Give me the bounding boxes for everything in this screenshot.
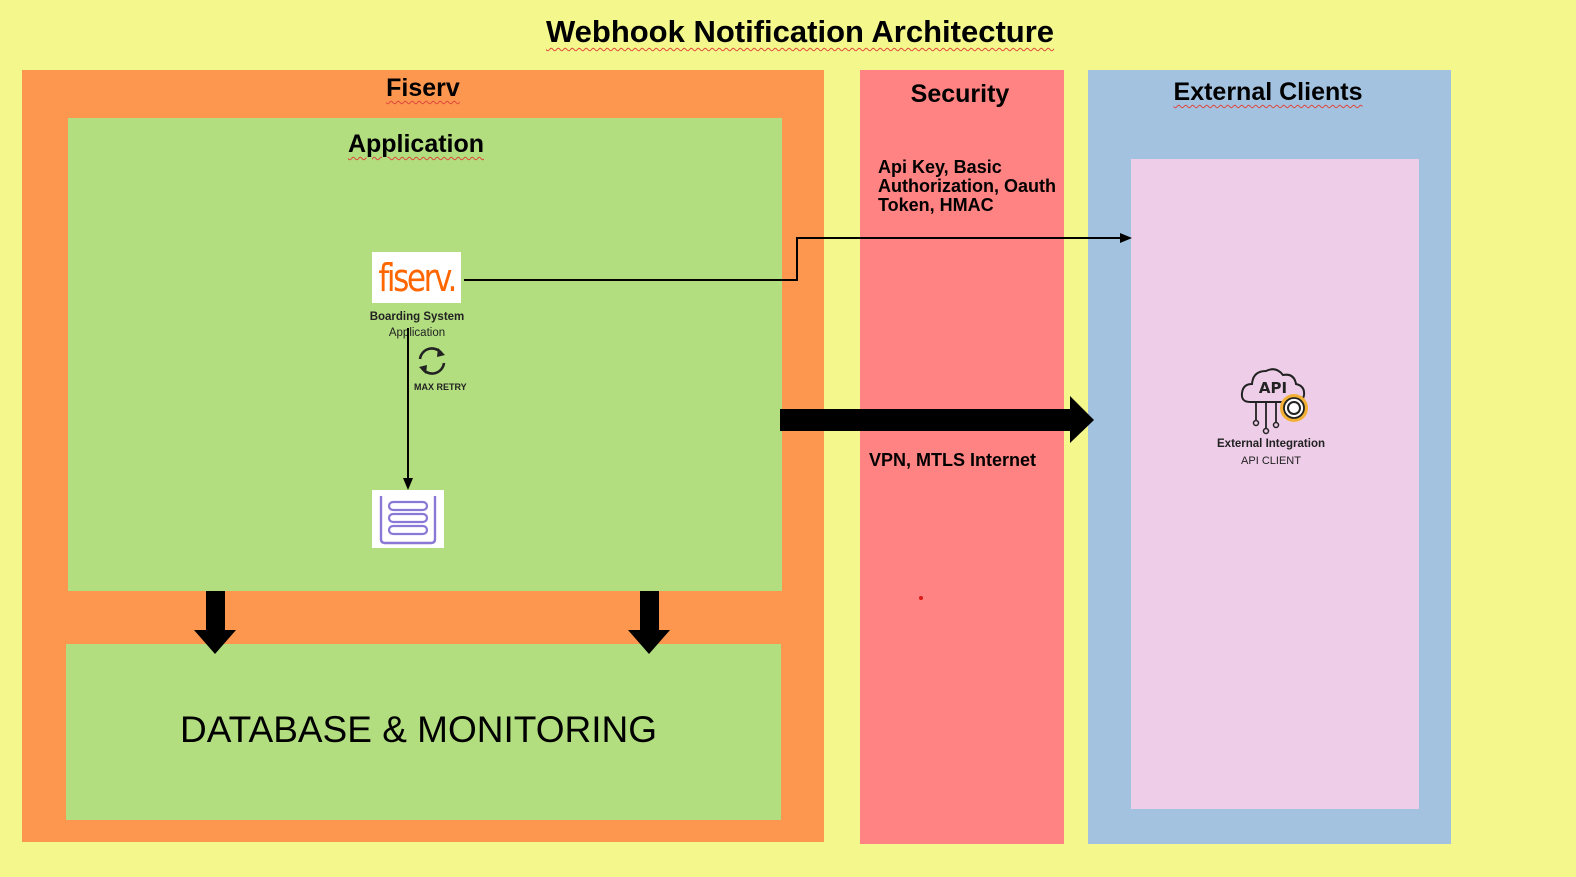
auth-methods-label: Api Key, Basic Authorization, Oauth Toke… — [878, 157, 1056, 215]
security-heading: Security — [910, 80, 1010, 108]
application-heading: Application — [68, 130, 764, 159]
boarding-system-label: Boarding System — [369, 311, 465, 323]
red-dot — [919, 596, 923, 600]
down-arrow-left — [194, 591, 236, 654]
queue-icon — [379, 496, 437, 545]
retry-icon — [418, 347, 446, 375]
api-icon-text: API — [1259, 379, 1287, 397]
transport-label: VPN, MTLS Internet — [869, 450, 1037, 470]
max-retry-label: MAX RETRY — [414, 382, 467, 392]
application-heading-text: Application — [347, 130, 485, 158]
transport-arrow — [780, 396, 1094, 443]
webhook-connector-arrowhead — [1120, 233, 1132, 243]
security-panel — [860, 70, 1064, 844]
boarding-application-label: Application — [388, 327, 446, 339]
fiserv-heading: Fiserv — [22, 74, 824, 103]
webhook-connector-line — [464, 237, 1120, 281]
database-monitoring-panel — [66, 644, 781, 820]
client-panel — [1131, 159, 1419, 809]
diagram-title: Webhook Notification Architecture — [545, 14, 1055, 49]
down-arrow-right — [628, 591, 670, 654]
fiserv-logo: fiserv. — [372, 252, 461, 303]
fiserv-heading-text: Fiserv — [386, 74, 460, 102]
queue-icon-box — [372, 490, 444, 548]
queue-connector-arrowhead — [403, 478, 413, 490]
external-clients-heading: External Clients — [1088, 78, 1448, 107]
external-integration-label: External Integration — [1217, 438, 1325, 450]
api-cloud-icon: API — [1240, 368, 1308, 435]
api-client-label: API CLIENT — [1241, 455, 1301, 467]
fiserv-logo-text: fiserv. — [378, 255, 457, 300]
database-monitoring-label: DATABASE & MONITORING — [180, 709, 657, 750]
external-clients-heading-text: External Clients — [1173, 78, 1363, 106]
